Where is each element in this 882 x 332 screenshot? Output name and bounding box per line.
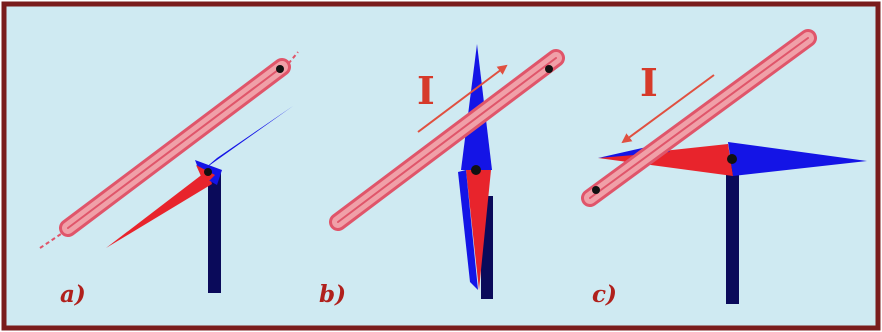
current-arrow-b (417, 64, 508, 133)
panel-label-b: b) (319, 281, 346, 308)
panel-label-a: a) (60, 281, 86, 308)
wire-c (581, 29, 817, 207)
panel-b: I b) (319, 44, 565, 308)
pivot-b (471, 165, 481, 175)
current-label-b: I (417, 68, 435, 113)
wire-b (329, 49, 565, 231)
pivot-c (727, 154, 737, 164)
current-arrow-c (621, 74, 715, 144)
wire-a (39, 51, 299, 249)
panel-c: I c) (581, 29, 867, 308)
compass-stand-c (726, 160, 739, 304)
pivot-a (204, 168, 212, 176)
current-label-c: I (640, 60, 658, 105)
panel-a: a) (39, 51, 299, 308)
panel-label-c: c) (592, 281, 617, 308)
compass-stand-a (208, 170, 221, 293)
